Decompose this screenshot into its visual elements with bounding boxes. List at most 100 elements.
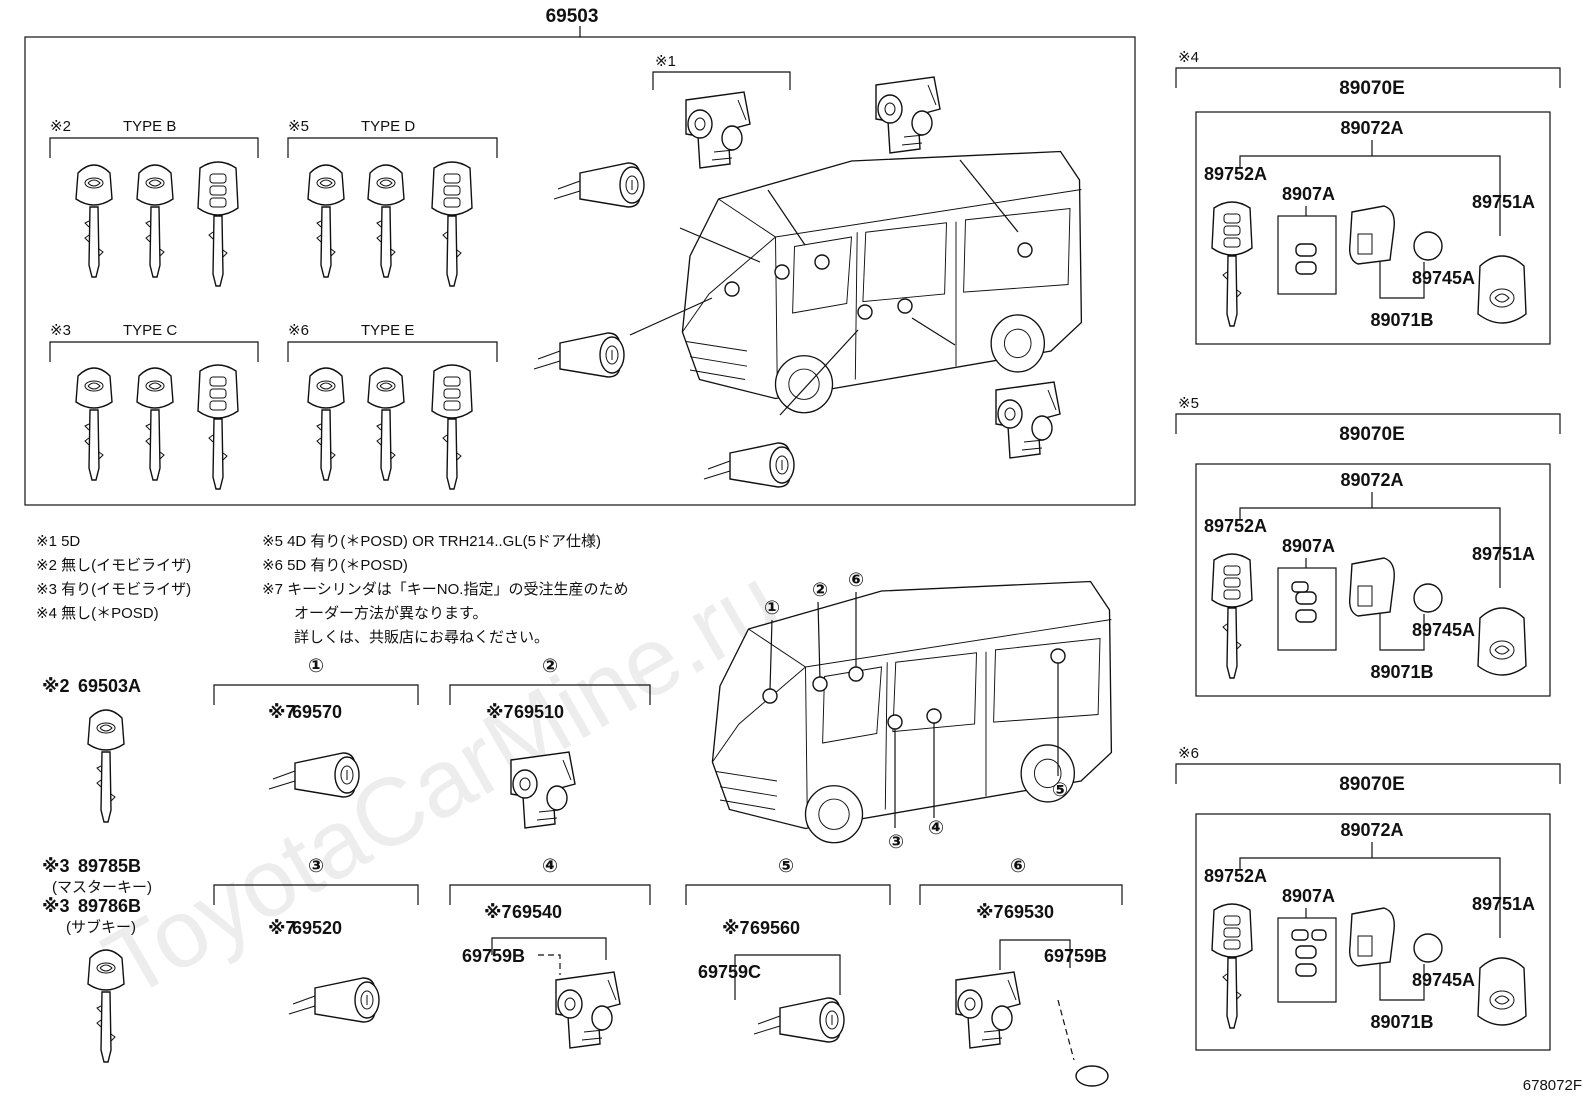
slide-door-cylinder[interactable] [703, 442, 795, 488]
position-circle: ③ [308, 856, 324, 877]
back-door-latch[interactable] [685, 91, 751, 169]
key-group-label: TYPE E [361, 322, 414, 339]
note-line: ※2 無し(イモビライザ) [36, 557, 191, 574]
key-group-label: TYPE B [123, 118, 176, 135]
remote-case-number: 8907A [1282, 536, 1335, 556]
remote-cover-number: 89751A [1472, 192, 1535, 212]
key-group-label: TYPE C [123, 322, 177, 339]
remote-panel-5[interactable]: ※5 89070E 89072A 89752A 8907A 89751A 897… [1175, 395, 1561, 697]
note-line: ※5 4D 有り(＊POSD) OR TRH214..GL(5ドア仕様) [262, 533, 601, 550]
key-group-type-c[interactable]: ※3 TYPE C [49, 322, 259, 490]
notes-left: ※1 5D ※2 無し(イモビライザ) ※3 有り(イモビライザ) ※4 無し(… [36, 533, 191, 622]
position-6-part[interactable]: ⑥ ※7 69530 69759B [919, 856, 1123, 1087]
remote-mark: ※4 [1178, 49, 1199, 66]
note-line: ※4 無し(＊POSD) [36, 605, 159, 622]
notes-right: ※5 4D 有り(＊POSD) OR TRH214..GL(5ドア仕様) ※6 … [262, 533, 628, 646]
remote-transmitter-number: 89072A [1340, 118, 1403, 138]
remote-panel-4[interactable]: ※4 89070E 89072A 89752A 8907A 89751A 897… [1175, 49, 1561, 345]
remote-key-number: 89752A [1204, 866, 1267, 886]
remote-set-number: 89070E [1339, 78, 1405, 99]
spare-key-number: 89785B [78, 856, 141, 876]
remote-mark: ※5 [1178, 395, 1199, 412]
note-line: ※3 有り(イモビライザ) [36, 581, 191, 598]
remote-case-number: 8907A [1282, 184, 1335, 204]
remote-module-number: 89071B [1370, 662, 1433, 682]
note-line: オーダー方法が異なります。 [294, 605, 488, 622]
remote-set-number: 89070E [1339, 424, 1405, 445]
spare-key-desc: (マスターキー) [52, 879, 152, 896]
remote-module-number: 89071B [1370, 1012, 1433, 1032]
position-1-part[interactable]: ① ※7 69570 [213, 656, 419, 798]
spare-key-sub[interactable]: ※3 89786B (サブキー) [42, 896, 141, 1063]
key-group-mark: ※2 [50, 118, 71, 135]
key-group-type-b[interactable]: ※2 TYPE B [49, 118, 259, 287]
position-number: 69570 [292, 702, 342, 722]
position-circle: ② [542, 656, 558, 677]
remote-panel-6[interactable]: ※6 89070E 89072A 89752A 8907A 89751A 897… [1175, 745, 1561, 1051]
remote-mark: ※6 [1178, 745, 1199, 762]
position-map-van: ① ② ⑥ ③ ④ ⑤ [711, 570, 1113, 853]
position-sub-number: 69759C [698, 962, 761, 982]
side-door-latch[interactable] [995, 381, 1061, 459]
van-marker: ④ [928, 818, 944, 839]
position-number: 69540 [512, 902, 562, 922]
position-mark: ※7 [486, 702, 514, 722]
note-line: 詳しくは、共販店にお尋ねください。 [294, 629, 549, 646]
key-group-mark: ※5 [288, 118, 309, 135]
ignition-cylinder[interactable] [533, 332, 625, 378]
key-group-type-d[interactable]: ※5 TYPE D [287, 118, 498, 287]
front-door-cylinder[interactable] [553, 162, 645, 208]
van-marker: ⑤ [1052, 780, 1068, 801]
position-number: 69530 [1004, 902, 1054, 922]
remote-transmitter-number: 89072A [1340, 820, 1403, 840]
position-sub-number: 69759B [1044, 946, 1107, 966]
position-number: 69560 [750, 918, 800, 938]
key-group-mark: ※6 [288, 322, 309, 339]
position-circle: ⑤ [778, 856, 794, 877]
note-line: ※6 5D 有り(＊POSD) [262, 557, 408, 574]
remote-key-number: 89752A [1204, 516, 1267, 536]
position-3-part[interactable]: ③ ※7 69520 [213, 856, 419, 1023]
position-mark: ※7 [976, 902, 1004, 922]
van-marker: ② [812, 580, 828, 601]
spare-key-desc: (サブキー) [66, 918, 136, 936]
rear-latch[interactable] [875, 76, 941, 154]
remote-case-number: 8907A [1282, 886, 1335, 906]
spare-key-master[interactable]: ※3 89785B (マスターキー) [42, 856, 152, 896]
spare-key-mark: ※3 [42, 896, 70, 916]
note-line: ※7 キーシリンダは「キーNO.指定」の受注生産のため [262, 581, 628, 598]
key-group-type-e[interactable]: ※6 TYPE E [287, 322, 498, 490]
assembly-69503-group: 69503 ※2 TYPE B ※5 TYPE D ※3 TYPE C ※6 T… [24, 6, 1136, 506]
position-sub-number: 69759B [462, 946, 525, 966]
van-marker: ① [764, 598, 780, 619]
remote-cover-number: 89751A [1472, 544, 1535, 564]
key-group-label: TYPE D [361, 118, 415, 135]
remote-module-number: 89071B [1370, 310, 1433, 330]
remote-transmitter-number: 89072A [1340, 470, 1403, 490]
position-circle: ① [308, 656, 324, 677]
position-mark: ※7 [722, 918, 750, 938]
remote-battery-number: 89745A [1412, 620, 1475, 640]
position-4-part[interactable]: ④ ※7 69540 69759B [449, 856, 651, 1049]
spare-key-69503a[interactable]: ※2 69503A [42, 676, 141, 823]
spare-key-number: 69503A [78, 676, 141, 696]
van-marker: ③ [888, 832, 904, 853]
position-mark: ※7 [268, 702, 296, 722]
position-number: 69520 [292, 918, 342, 938]
remote-cover-number: 89751A [1472, 894, 1535, 914]
remote-battery-number: 89745A [1412, 268, 1475, 288]
position-circle: ④ [542, 856, 558, 877]
position-number: 69510 [514, 702, 564, 722]
remote-key-number: 89752A [1204, 164, 1267, 184]
position-circle: ⑥ [1010, 856, 1026, 877]
position-5-part[interactable]: ⑤ ※7 69560 69759C [685, 856, 891, 1043]
position-2-part[interactable]: ② ※7 69510 [449, 656, 651, 829]
remote-battery-number: 89745A [1412, 970, 1475, 990]
diagram-id: 678072F [1523, 1077, 1582, 1094]
key-group-mark: ※3 [50, 322, 71, 339]
position-mark: ※7 [484, 902, 512, 922]
remote-set-number: 89070E [1339, 774, 1405, 795]
position-mark: ※7 [268, 918, 296, 938]
